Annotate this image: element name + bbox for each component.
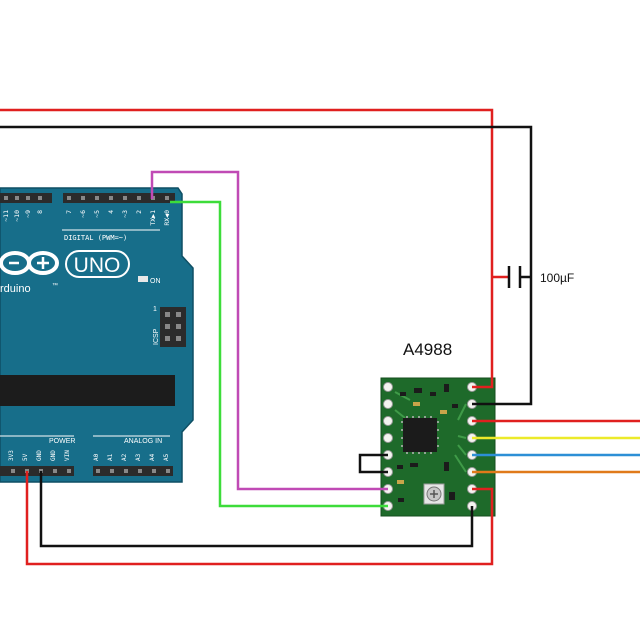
pin-label-7: 7 [65, 210, 73, 214]
capacitor-label: 100µF [540, 271, 574, 285]
pin-label-a4: A4 [149, 453, 156, 461]
pin-label-11: ~11 [2, 210, 10, 222]
pin-label-6: ~6 [79, 210, 87, 218]
uno-badge [65, 250, 130, 278]
arduino-infinity-logo [0, 251, 59, 275]
driver-label: A4988 [403, 340, 452, 359]
pin-label-rx0: RX◀0 [163, 210, 171, 226]
pin-label-9: ~9 [24, 210, 32, 218]
pin-label-a0: A0 [93, 453, 100, 461]
pin-label-a3: A3 [135, 453, 142, 461]
power-header [0, 466, 74, 476]
digital-label: DIGITAL (PWM=~) [64, 234, 127, 242]
pin-label-4: 4 [107, 210, 115, 214]
icsp-pin1-mark: 1 [153, 306, 157, 313]
pin-label-3: ~3 [121, 210, 129, 218]
pin-label-gnd2: GND [50, 450, 57, 461]
wire-logic-gnd-black [39, 471, 474, 548]
pin-label-gnd1: GND [36, 450, 43, 461]
analog-header [93, 466, 173, 476]
on-led [138, 276, 148, 282]
arduino-brand-text: rduino [0, 283, 31, 295]
pin-label-a5: A5 [163, 453, 170, 461]
wire-vmot-red [0, 108, 494, 389]
pin-label-tx1: TX▶1 [149, 210, 157, 226]
a4988-chip [403, 418, 437, 452]
current-trim-potentiometer [423, 483, 445, 505]
wire-logic-vdd-red [25, 471, 494, 566]
pin-label-vin: VIN [64, 450, 71, 461]
digital-header-right [63, 193, 175, 203]
atmega-chip [0, 375, 175, 406]
arduino-trademark: ™ [52, 282, 58, 289]
wire-step-magenta [150, 170, 388, 491]
arduino-uno-board: ~11 ~10 ~9 8 7 ~6 ~5 4 ~3 2 TX▶1 RX◀0 DI… [0, 187, 194, 483]
analog-label: ANALOG IN [124, 438, 162, 445]
uno-text: UNO [74, 254, 121, 277]
capacitor-symbol [507, 266, 522, 288]
wire-dir-green [170, 200, 388, 508]
wire-gnd-black [0, 125, 533, 406]
pin-label-3v3: 3V3 [8, 450, 15, 461]
pin-label-8: 8 [36, 210, 44, 214]
pin-label-a1: A1 [107, 453, 114, 461]
pin-label-a2: A2 [121, 453, 128, 461]
on-label: ON [150, 278, 161, 285]
pin-label-10: ~10 [13, 210, 21, 222]
icsp-label: ICSP [153, 328, 160, 345]
power-label: POWER [49, 438, 75, 445]
pin-label-5v: 5V [22, 453, 29, 461]
pin-label-2: 2 [135, 210, 143, 214]
a4988-driver-board [380, 377, 496, 517]
wire-reset-sleep-bridge [358, 453, 388, 474]
pin-label-5: ~5 [93, 210, 101, 218]
icsp-header [160, 307, 186, 347]
